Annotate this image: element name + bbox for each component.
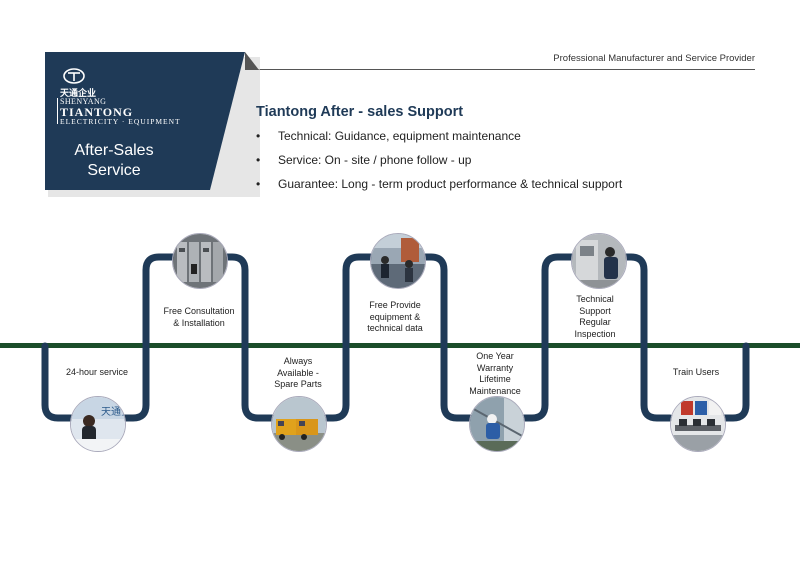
tiantong-logo-icon bbox=[63, 68, 85, 84]
trucks-photo bbox=[271, 396, 327, 452]
site-visit-photo bbox=[370, 233, 426, 289]
brand-name: TIANTONG bbox=[60, 105, 134, 119]
step-label-line: technical data bbox=[367, 323, 423, 333]
step-label-consultation: Free Consultation & Installation bbox=[156, 306, 242, 329]
brand-panel bbox=[45, 52, 260, 197]
bullet-item: • Technical: Guidance, equipment maintena… bbox=[256, 128, 622, 152]
panel-title-line1: After-Sales bbox=[74, 142, 154, 159]
tagline: Professional Manufacturer and Service Pr… bbox=[553, 53, 755, 64]
bullet-list: • Technical: Guidance, equipment maintena… bbox=[256, 128, 622, 200]
brand-panel-shape bbox=[45, 52, 260, 197]
page-heading: Tiantong After - sales Support bbox=[256, 104, 464, 120]
classroom-photo bbox=[670, 396, 726, 452]
bullet-item: • Service: On - site / phone follow - up bbox=[256, 152, 622, 176]
bullet-text: Service: On - site / phone follow - up bbox=[278, 153, 472, 167]
step-label-spare-parts: Always Available - Spare Parts bbox=[256, 356, 340, 391]
step-label-line: Technical bbox=[576, 294, 614, 304]
panel-title-line2: Service bbox=[87, 162, 141, 179]
brand-divider bbox=[57, 98, 58, 124]
step-label-line: Support bbox=[579, 305, 611, 316]
bullet-text: Guarantee: Long - term product performan… bbox=[278, 177, 623, 191]
panel-title: After-Sales Service bbox=[55, 141, 173, 181]
timeline-green-line bbox=[0, 343, 800, 348]
step-label-line: Free Consultation bbox=[163, 306, 235, 316]
step-label-line: Maintenance bbox=[469, 385, 521, 396]
bullet-dot: • bbox=[256, 177, 261, 191]
switchgear-photo bbox=[172, 233, 228, 289]
step-label-equipment-data: Free Provide equipment & technical data bbox=[355, 300, 435, 335]
step-label-line: Free Provide bbox=[369, 300, 421, 310]
step-label-technical-support: Technical Support Regular Inspection bbox=[555, 294, 635, 340]
timeline-track bbox=[41, 253, 750, 422]
brand-city: SHENYANG bbox=[60, 97, 107, 106]
step-label-24h: 24-hour service bbox=[58, 367, 136, 379]
bullet-dot: • bbox=[256, 129, 261, 143]
bullet-dot: • bbox=[256, 153, 261, 167]
step-label-line: Train Users bbox=[672, 367, 720, 377]
header-rule bbox=[255, 69, 755, 70]
receptionist-photo-sign: 天通企业 bbox=[101, 405, 125, 418]
maintenance-photo bbox=[469, 396, 525, 452]
step-label-train-users: Train Users bbox=[656, 367, 736, 379]
step-label-line: 24-hour service bbox=[65, 367, 129, 377]
step-label-line: & Installation bbox=[173, 317, 225, 328]
bullet-item: • Guarantee: Long - term product performa… bbox=[256, 176, 622, 200]
step-label-line: Inspection bbox=[574, 328, 616, 339]
step-label-line: Spare Parts bbox=[274, 379, 322, 389]
step-label-warranty: One Year Warranty Lifetime Maintenance bbox=[455, 351, 535, 397]
receptionist-photo: 天通企业 bbox=[70, 396, 126, 452]
brand-subtitle: ELECTRICITY · EQUIPMENT bbox=[60, 117, 181, 126]
step-label-line: One Year bbox=[476, 351, 514, 361]
step-label-line: Warranty bbox=[476, 362, 514, 373]
step-label-line: Always bbox=[283, 356, 313, 366]
step-label-line: Lifetime bbox=[479, 374, 511, 384]
bullet-text: Technical: Guidance, equipment maintenan… bbox=[278, 129, 521, 143]
inspection-photo bbox=[571, 233, 627, 289]
brand-chinese-name: 天通企业 bbox=[60, 89, 97, 99]
step-label-line: equipment & bbox=[369, 311, 421, 322]
step-label-line: Available - bbox=[277, 367, 319, 378]
step-label-line: Regular bbox=[579, 317, 611, 327]
